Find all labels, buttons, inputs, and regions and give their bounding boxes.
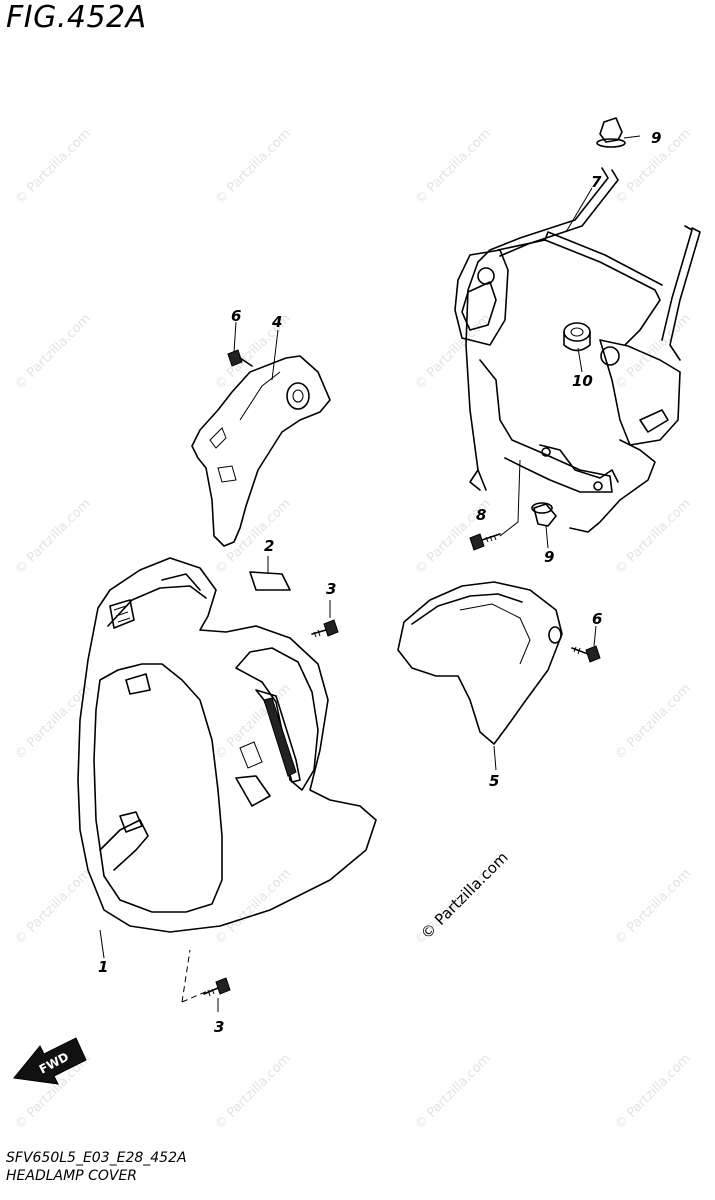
watermark: © Partzilla.com: [12, 126, 94, 208]
watermark: © Partzilla.com: [212, 866, 294, 948]
clip-part-9-top: [596, 117, 626, 148]
callout-6-upper: 6: [231, 307, 241, 325]
watermark: © Partzilla.com: [12, 496, 94, 578]
watermark-pattern: © Partzilla.com © Partzilla.com © Partzi…: [12, 126, 694, 1133]
inner-panel-part-4: [191, 355, 331, 547]
watermark: © Partzilla.com: [412, 1051, 494, 1133]
screw-part-3-upper: [311, 619, 339, 638]
watermark: © Partzilla.com: [612, 1051, 694, 1133]
screw-part-3-lower: [203, 977, 231, 997]
headlamp-bracket-part-7: [454, 167, 701, 533]
callout-8: 8: [476, 506, 486, 524]
watermark: © Partzilla.com: [12, 866, 94, 948]
watermark: © Partzilla.com: [612, 311, 694, 393]
callout-10: 10: [572, 372, 593, 390]
watermark: © Partzilla.com: [212, 496, 294, 578]
figure-title: FIG.452A: [6, 0, 147, 35]
callout-7: 7: [591, 173, 602, 191]
watermark: © Partzilla.com: [412, 311, 494, 393]
screw-part-6-lower: [571, 645, 601, 663]
grommet-part-10: [563, 322, 591, 352]
diagram-caption: HEADLAMP COVER: [6, 1168, 138, 1184]
watermark: © Partzilla.com: [612, 681, 694, 763]
watermark: © Partzilla.com: [12, 311, 94, 393]
callout-1: 1: [98, 958, 108, 976]
watermark: © Partzilla.com: [612, 496, 694, 578]
callout-3-upper: 3: [326, 580, 336, 598]
clip-part-9-bottom: [531, 502, 557, 527]
callout-2: 2: [264, 537, 274, 555]
watermark: © Partzilla.com: [12, 681, 94, 763]
callouts: 9 7 6 4 10 8 2 9 3 6 5 1 3: [98, 129, 661, 1036]
callout-4: 4: [271, 313, 282, 331]
callout-9-bottom: 9: [544, 548, 554, 566]
callout-6-lower: 6: [592, 610, 602, 628]
side-cover-part-5: [397, 581, 563, 745]
bolt-part-8: [469, 533, 501, 551]
headlamp-cover-part-1: [77, 557, 377, 933]
pad-part-2: [249, 571, 291, 591]
screw-part-6-upper: [227, 349, 253, 367]
callout-3-lower: 3: [214, 1018, 224, 1036]
diagram-code: SFV650L5_E03_E28_452A: [6, 1150, 187, 1166]
callout-9-top: 9: [651, 129, 661, 147]
watermark: © Partzilla.com: [212, 126, 294, 208]
watermark-main: © Partzilla.com: [417, 848, 512, 943]
callout-5: 5: [489, 772, 499, 790]
watermark: © Partzilla.com: [212, 1051, 294, 1133]
watermark: © Partzilla.com: [612, 866, 694, 948]
leader-lines: [99, 135, 641, 1012]
watermark: © Partzilla.com: [412, 126, 494, 208]
